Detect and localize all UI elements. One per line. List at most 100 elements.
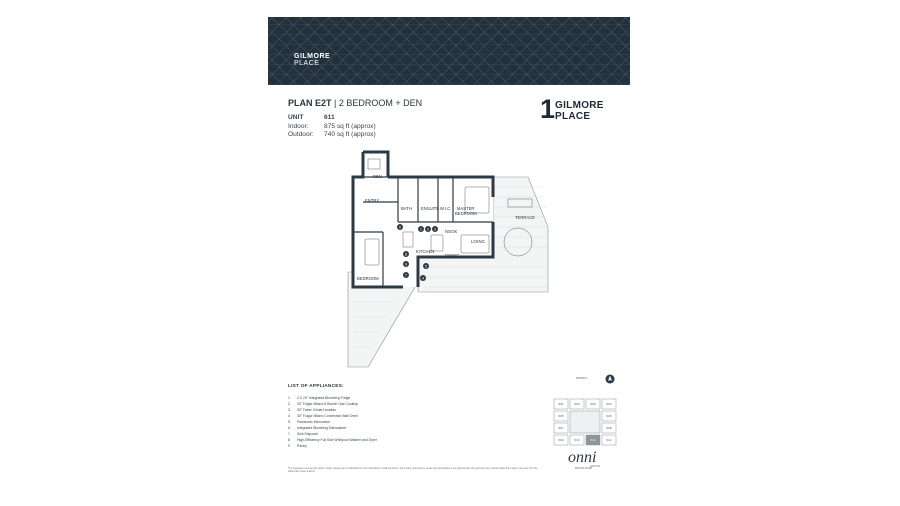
keyplan-unit: 609	[553, 434, 569, 446]
appliance-item: 7.Sink Disposal	[288, 432, 318, 436]
north-arrow-icon	[605, 374, 615, 384]
marker-9: 9	[403, 261, 409, 267]
plan-separator: |	[331, 98, 339, 108]
key-plan: 601 602 603 604 605 606 607 608 609 610 …	[553, 398, 617, 446]
banner-logo-line1: GILMORE	[294, 53, 331, 60]
banner-logo-line2: PLACE	[294, 60, 320, 67]
room-dining: DINING	[445, 253, 460, 258]
room-kitchen: KITCHEN	[416, 249, 434, 254]
appliance-item: 1.2 X 24" Integrated Blomberg Fridge	[288, 396, 351, 400]
banner-logo: GILMORE PLACE	[294, 53, 330, 67]
appliance-heading: LIST OF APPLIANCES:	[288, 384, 344, 389]
outdoor-label: Outdoor:	[288, 131, 314, 139]
appliance-items: 1.2 X 24" Integrated Blomberg Fridge 2.3…	[288, 395, 377, 449]
svg-text:605: 605	[558, 414, 563, 418]
marker-5: 5	[423, 263, 429, 269]
north-label: NORTH	[576, 376, 587, 380]
keyplan-unit: 607	[553, 422, 569, 434]
room-entry: ENTRY	[365, 198, 379, 203]
svg-text:603: 603	[590, 402, 595, 406]
svg-text:4: 4	[422, 277, 424, 281]
appliance-markers: 6 1 2 3 8 9 7 5 4	[397, 224, 438, 281]
onni-group: GROUP	[590, 464, 600, 468]
svg-text:8: 8	[405, 253, 407, 257]
unit-value: 611	[324, 114, 335, 121]
marker-6: 6	[397, 224, 403, 230]
appliance-item: 3.30" Faber Cristal Hoodfan	[288, 408, 337, 412]
furniture	[364, 158, 533, 266]
plan-title: PLAN E2T | 2 BEDROOM + DEN	[288, 98, 422, 108]
svg-text:604: 604	[606, 402, 611, 406]
brand-line1: GILMORE	[555, 100, 604, 111]
room-master-bedroom: BEDROOM	[455, 211, 477, 216]
svg-text:611: 611	[591, 438, 596, 442]
marker-4: 4	[420, 275, 426, 281]
marker-1: 1	[418, 226, 424, 232]
keyplan-unit-selected: 611	[585, 434, 601, 446]
keyplan-unit: 603	[585, 398, 601, 410]
room-den: DEN	[373, 174, 382, 179]
room-living: LIVING	[471, 239, 485, 244]
keyplan-unit: 612	[601, 434, 617, 446]
keyplan-unit: 604	[601, 398, 617, 410]
marker-8: 8	[403, 251, 409, 257]
appliance-list: LIST OF APPLIANCES: 1.2 X 24" Integrated…	[288, 384, 377, 449]
walls	[351, 150, 495, 289]
unit-info: UNIT 611 Indoor: 875 sq ft (approx) Outdoo…	[288, 114, 376, 140]
plan-code: PLAN E2T	[288, 98, 332, 108]
svg-text:9: 9	[405, 263, 407, 267]
room-bath: BATH	[401, 206, 412, 211]
room-nook: NOOK	[445, 229, 458, 234]
svg-text:3: 3	[434, 228, 436, 232]
keyplan-unit: 601	[553, 398, 569, 410]
room-terrace: TERRACE	[515, 215, 535, 220]
appliance-item: 9.Pantry	[288, 444, 307, 448]
appliance-item: 5.Panasonic Microwave	[288, 420, 330, 424]
keyplan-unit: 606	[601, 410, 617, 422]
floor-plan: DEN ENTRY BATH ENSUITE W.I.C. MASTER BED…	[347, 150, 549, 368]
svg-text:606: 606	[606, 414, 611, 418]
indoor-label: Indoor:	[288, 122, 309, 130]
onni-wordmark: onni	[568, 449, 596, 466]
appliance-item: 2.30" Fulgor Milano 5 Burner Gas Cooktop	[288, 402, 359, 406]
svg-text:601: 601	[558, 402, 563, 406]
brand-number: 1	[540, 94, 556, 124]
appliance-item: 8.High-Efficiency Full Size Whirlpool Wa…	[288, 438, 377, 442]
plan-type: 2 BEDROOM + DEN	[338, 98, 423, 108]
svg-text:608: 608	[606, 426, 611, 430]
onni-logo: onni GROUP	[568, 449, 600, 468]
room-wic: W.I.C.	[440, 206, 451, 211]
room-bedroom: BEDROOM	[357, 276, 379, 281]
svg-text:5: 5	[425, 265, 427, 269]
floorplan-sheet: GILMORE PLACE PLAN E2T | 2 BEDROOM + DEN…	[268, 17, 630, 488]
room-ensuite: ENSUITE	[421, 206, 439, 211]
floor-label: 6TH FLOOR	[575, 466, 592, 470]
appliance-item: 4.30" Fulgor Milano Convection Wall Oven	[288, 414, 358, 418]
room-master: MASTER	[457, 206, 474, 211]
indoor-value: 875 sq ft (approx)	[324, 122, 376, 130]
svg-text:1: 1	[420, 228, 422, 232]
svg-text:612: 612	[606, 438, 611, 442]
svg-text:609: 609	[558, 438, 563, 442]
keyplan-unit: 608	[601, 422, 617, 434]
room-labels: DEN ENTRY BATH ENSUITE W.I.C. MASTER BED…	[357, 174, 535, 281]
brand-line2: PLACE	[555, 111, 591, 122]
keyplan-unit: 610	[569, 434, 585, 446]
svg-text:2: 2	[427, 228, 429, 232]
svg-text:7: 7	[405, 274, 407, 278]
svg-text:602: 602	[574, 402, 579, 406]
unit-footprint	[353, 152, 493, 287]
appliance-item: 6.Integrated Blomberg Dishwasher	[288, 426, 347, 430]
svg-text:607: 607	[558, 426, 563, 430]
disclaimer: The Developer reserves the right to make…	[288, 467, 538, 474]
keyplan-unit: 605	[553, 410, 569, 422]
marker-7: 7	[403, 272, 409, 278]
outdoor-value: 740 sq ft (approx)	[324, 131, 376, 139]
brand-words: GILMORE PLACE	[555, 100, 604, 122]
marker-3: 3	[432, 226, 438, 232]
keyplan-unit: 602	[569, 398, 585, 410]
svg-text:610: 610	[574, 438, 579, 442]
keyplan-core	[569, 410, 601, 434]
unit-label: UNIT	[288, 114, 304, 121]
marker-2: 2	[425, 226, 431, 232]
